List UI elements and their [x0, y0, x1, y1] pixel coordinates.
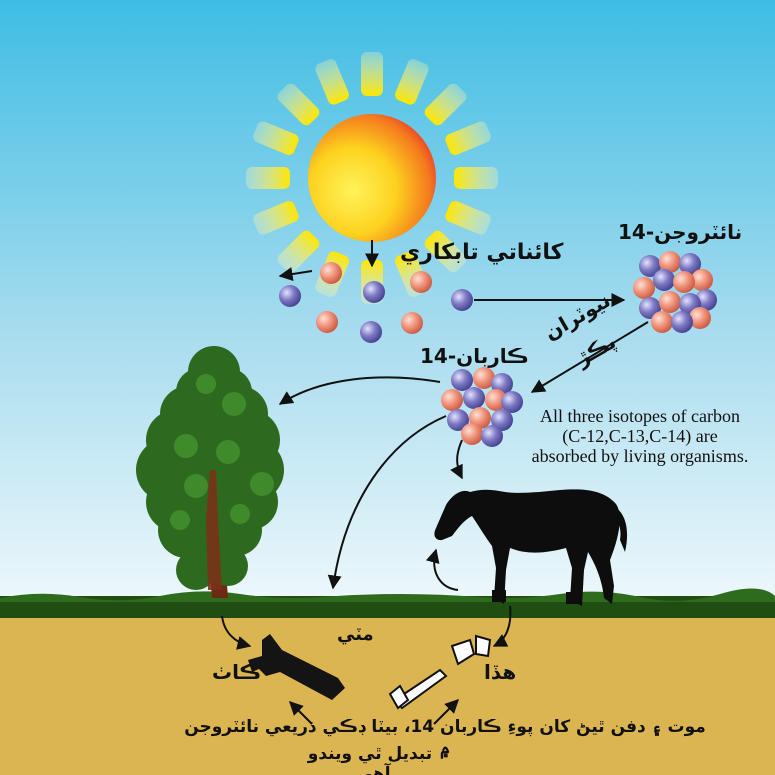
soil-label: مٽي — [337, 624, 374, 645]
proton-particle — [651, 311, 673, 333]
carbon14-label: ڪاربان-14 — [420, 344, 529, 368]
wood-label: ڪاٺ — [212, 660, 261, 684]
proton-particle — [673, 271, 695, 293]
foliage-highlight — [184, 474, 208, 498]
sun-ray — [361, 52, 383, 96]
neutron-particle — [451, 369, 473, 391]
neutron-particle — [463, 387, 485, 409]
foliage-highlight — [222, 392, 246, 416]
foliage-highlight — [250, 472, 274, 496]
foliage-highlight — [196, 374, 216, 394]
foliage-highlight — [170, 510, 190, 530]
foliage-highlight — [174, 434, 198, 458]
proton-particle — [659, 291, 681, 313]
nitrogen14-label: نائٽروجن-14 — [618, 220, 742, 244]
proton-particle — [320, 262, 342, 284]
sun — [308, 114, 436, 242]
sun-ray — [246, 167, 290, 189]
neutron-particle — [481, 425, 503, 447]
neutron-particle — [363, 281, 385, 303]
neutron-particle — [451, 289, 473, 311]
neutron-particle — [653, 269, 675, 291]
neutron-particle — [360, 321, 382, 343]
neutron-particle — [671, 311, 693, 333]
foliage-highlight — [230, 504, 250, 524]
neutron-particle — [279, 285, 301, 307]
proton-particle — [633, 277, 655, 299]
proton-particle — [461, 423, 483, 445]
proton-particle — [401, 312, 423, 334]
proton-particle — [316, 311, 338, 333]
cosmic-radiation-label: كائناتي تابكاري — [400, 240, 563, 265]
sun-ray — [454, 167, 498, 189]
proton-particle — [410, 271, 432, 293]
death-note-line1: موت ۽ دفن ٿيڻ کان پوءِ ڪاربان 14، بيٽا ڊ… — [180, 716, 710, 758]
death-note-line2: تبديل ٿي ويندو آهي. — [300, 744, 440, 775]
foliage-highlight — [216, 440, 240, 464]
bones-label: هڏا — [484, 660, 516, 684]
proton-particle — [441, 389, 463, 411]
isotopes-note: All three isotopes of carbon (C-12,C-13,… — [528, 406, 752, 466]
